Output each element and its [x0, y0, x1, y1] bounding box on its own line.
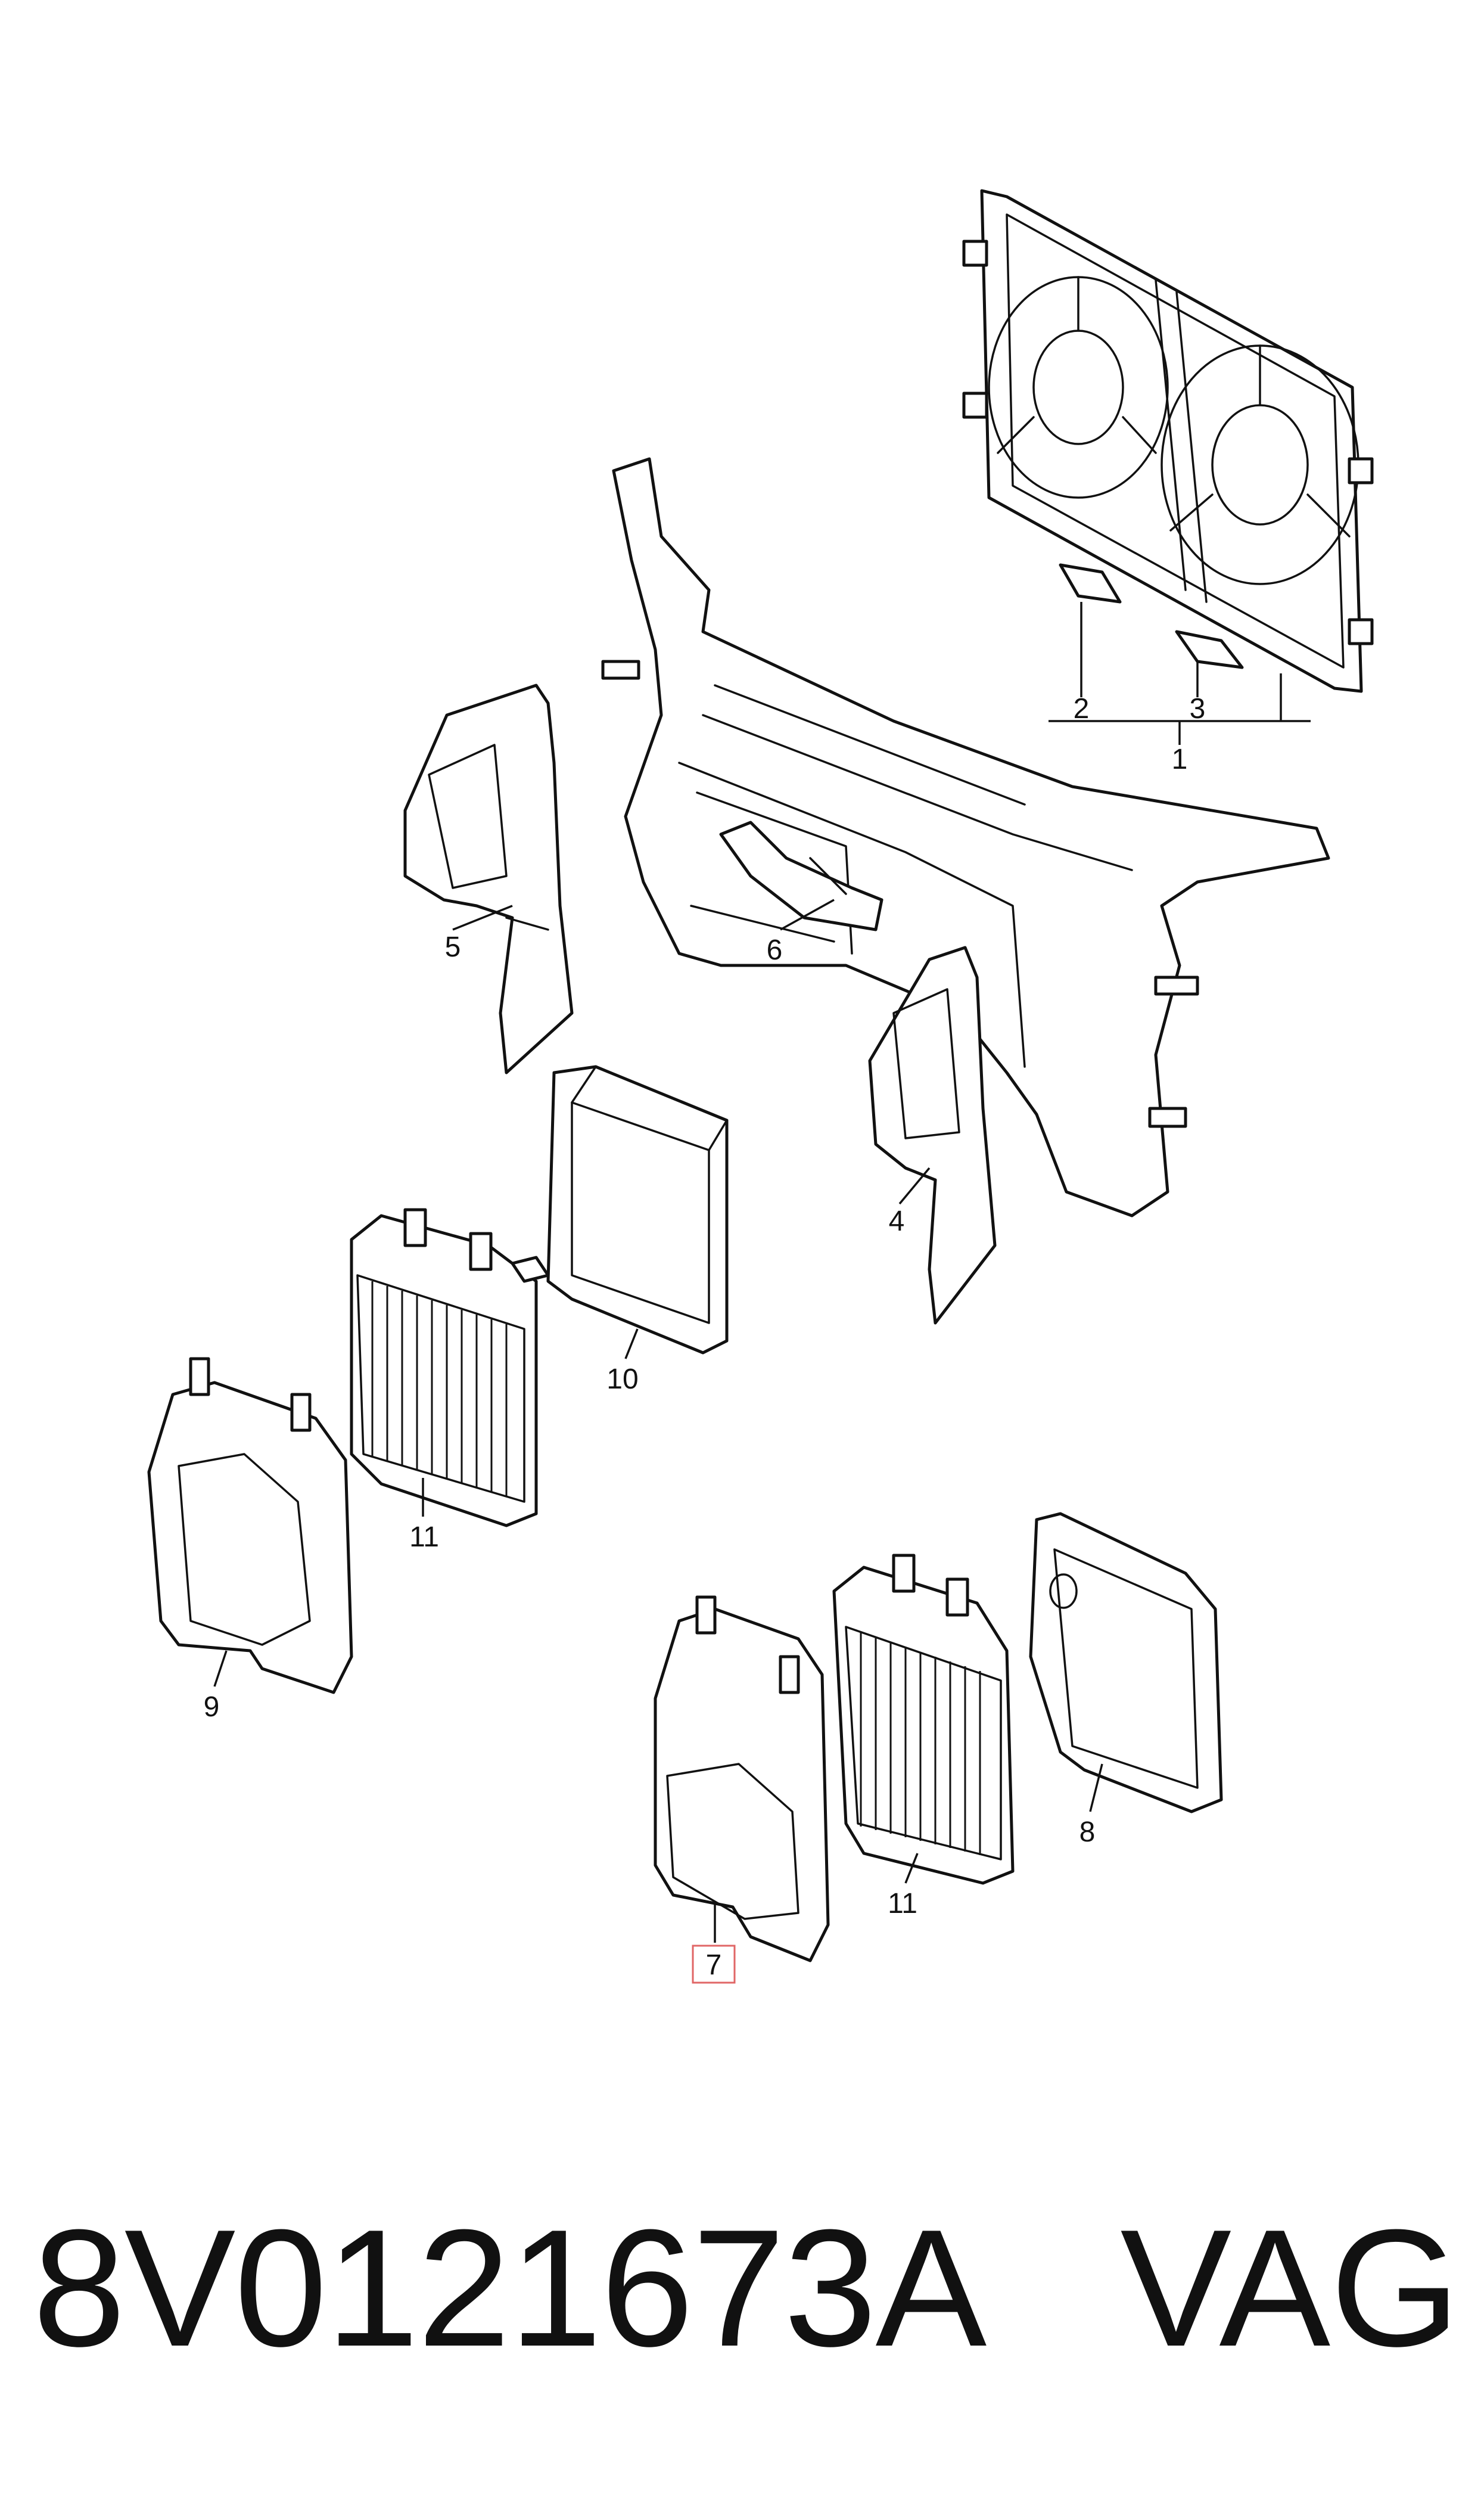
callout-9: 9 — [204, 1691, 220, 1723]
radiator-fins-upper — [371, 1281, 508, 1496]
part-aux-radiator-upper — [350, 1208, 550, 1527]
callout-3: 3 — [1190, 693, 1206, 725]
part-pad-2 — [1059, 563, 1122, 604]
callout-5: 5 — [445, 931, 461, 963]
callout-4: 4 — [889, 1206, 905, 1237]
callout-6: 6 — [767, 934, 783, 966]
part-aux-radiator-lower — [832, 1554, 1015, 1885]
callout-7-highlighted: 7 — [692, 1945, 736, 1984]
callout-bracket-1 — [1049, 602, 1311, 745]
callout-7-highlight-box — [692, 1945, 736, 1984]
part-fan-shroud — [962, 189, 1374, 693]
callout-11-lower: 11 — [888, 1888, 917, 1919]
part-air-duct-7 — [654, 1595, 830, 1962]
brand-label: VAG — [1120, 2195, 1460, 2381]
callout-10: 10 — [606, 1363, 638, 1395]
part-number-label: 8V0121673A — [33, 2195, 987, 2381]
callout-8: 8 — [1079, 1816, 1096, 1848]
callout-7: 7 — [706, 1949, 722, 1981]
part-air-guide-10 — [546, 1065, 729, 1355]
radiator-fins-lower — [860, 1633, 981, 1855]
callout-11-upper: 11 — [409, 1521, 439, 1553]
part-air-guide-8 — [1029, 1512, 1223, 1813]
callout-2: 2 — [1074, 693, 1090, 725]
part-air-duct-right — [868, 946, 997, 1325]
part-lock-carrier — [601, 457, 1330, 1217]
callout-1: 1 — [1172, 744, 1188, 775]
leader-lines — [213, 899, 1103, 1943]
part-pad-3 — [1175, 630, 1244, 669]
part-air-duct-left — [403, 684, 574, 1074]
part-air-duct-9 — [147, 1357, 353, 1694]
